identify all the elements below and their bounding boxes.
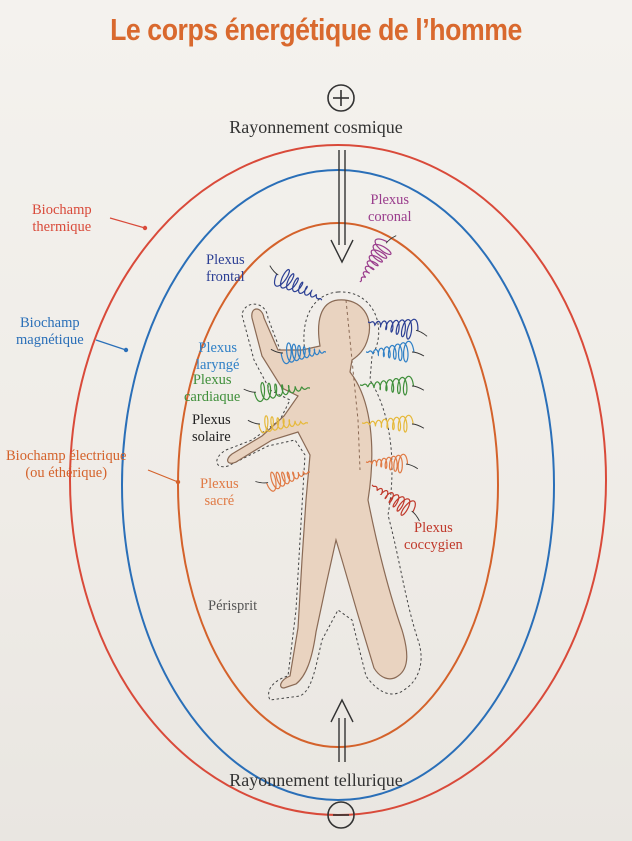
cosmic-radiation-label: Rayonnement cosmique [229, 117, 403, 137]
electric-field-pointer-dot [175, 479, 181, 485]
page-title: Le corps énergétique de l’homme [110, 12, 522, 47]
larynge-front-spring-arrow [270, 348, 284, 354]
telluric-radiation-label: Rayonnement tellurique [229, 770, 403, 790]
magnetic-field-pointer-dot [123, 347, 129, 353]
magnetic-field-pointer [95, 339, 127, 351]
coronal-spring-arrow [385, 235, 397, 244]
solaire-front-spring [258, 415, 308, 434]
human-body-figure [227, 299, 408, 689]
solaire-back-spring-arrow [411, 423, 425, 429]
plexus-sacre-line1: Plexus [200, 476, 239, 492]
plexus-frontal-line1: Plexus [206, 252, 245, 268]
thermal-field-pointer [109, 217, 146, 229]
plexus-coronal-line1: Plexus [370, 192, 410, 208]
plexus-frontal-line2: frontal [206, 269, 245, 285]
magnetic-field-label-line1: Biochamp [20, 315, 80, 331]
cardiaque-front-spring [253, 381, 310, 403]
plexus-coccygien-label: Plexus coccygien [404, 520, 463, 554]
coccygien-spring-arrow [411, 510, 420, 522]
coronal-spring [359, 238, 392, 283]
thermal-field-label: Biochamp thermique [32, 202, 92, 236]
frontal-back-spring-arrow [415, 329, 428, 337]
larynge-back-spring-arrow [411, 351, 425, 357]
positive-pole-icon [327, 84, 355, 112]
perisprit-label: Périsprit [208, 598, 258, 614]
energy-channel-line [345, 299, 361, 471]
plexus-sacre-line2: sacré [204, 493, 235, 509]
thermal-field-label-line2: thermique [32, 219, 92, 235]
electric-field-ellipse [177, 222, 499, 748]
plexus-sacre-label: Plexus sacré [200, 476, 239, 510]
plexus-coccygien-line1: Plexus [414, 520, 453, 536]
frontal-front-spring-arrow [269, 265, 279, 276]
larynge-back-spring [366, 340, 415, 363]
plexus-coronal-label: Plexus coronal [368, 192, 411, 226]
sacre-front-spring-arrow [255, 481, 269, 484]
plexus-solaire-line1: Plexus [192, 412, 231, 428]
magnetic-field-label: Biochamp magnétique [16, 315, 84, 349]
plexus-larynge-line1: Plexus [198, 340, 238, 356]
plexus-larynge-label: Plexus laryngé [196, 340, 239, 374]
plexus-larynge-line2: laryngé [196, 357, 240, 373]
perisprit-outline [216, 291, 422, 701]
plexus-cardiaque-line1: Plexus [192, 372, 232, 388]
negative-pole-icon [327, 801, 355, 829]
plexus-frontal-label: Plexus frontal [206, 252, 245, 286]
plexus-solaire-line2: solaire [192, 429, 231, 445]
sacre-back-spring-arrow [405, 463, 419, 470]
magnetic-field-label-line2: magnétique [16, 332, 84, 348]
solaire-front-spring-arrow [247, 419, 261, 425]
frontal-front-spring [273, 268, 323, 301]
electric-field-label-line2: (ou éthérique) [25, 465, 108, 481]
plexus-solaire-label: Plexus solaire [192, 412, 231, 446]
sacre-front-spring [266, 470, 311, 492]
cosmic-arrow-icon [330, 150, 354, 264]
larynge-front-spring [280, 342, 326, 365]
telluric-arrow-icon [330, 698, 354, 762]
plexus-cardiaque-label: Plexus cardiaque [184, 372, 240, 406]
plexus-coronal-line2: coronal [368, 209, 412, 225]
plexus-coccygien-line2: coccygien [404, 537, 463, 553]
sacre-back-spring [365, 453, 409, 474]
frontal-back-spring [367, 318, 419, 340]
solaire-back-spring [362, 414, 414, 433]
chakra-springs [243, 235, 428, 522]
thermal-field-pointer-dot [142, 225, 148, 231]
electric-field-label-line1: Biochamp électrique [6, 448, 127, 464]
thermal-field-label-line1: Biochamp [32, 202, 92, 218]
cardiaque-back-spring [360, 375, 415, 396]
electric-field-label: Biochamp électrique (ou éthérique) [6, 448, 126, 482]
cardiaque-back-spring-arrow [411, 385, 425, 391]
electric-field-pointer [147, 469, 179, 483]
cardiaque-front-spring-arrow [243, 388, 257, 393]
magnetic-field-ellipse [121, 169, 555, 801]
coccygien-spring [371, 484, 416, 516]
plexus-cardiaque-line2: cardiaque [184, 389, 241, 405]
